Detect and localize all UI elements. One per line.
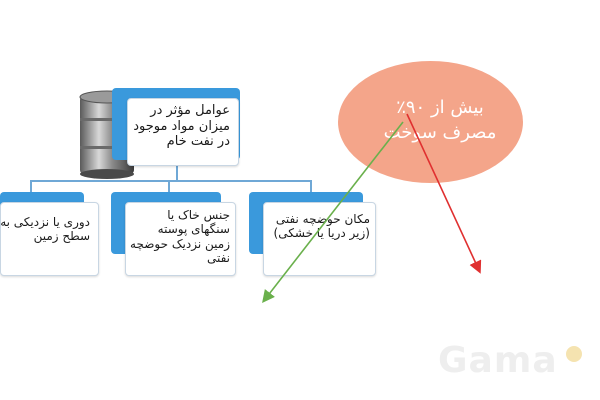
connector-child-2 (168, 180, 170, 192)
watermark-logo: Gama (438, 340, 558, 381)
child-node-2-label: جنس خاک یا سنگهای پوسته زمین نزدیک حوضچه… (130, 208, 230, 266)
connector-root-trunk (176, 165, 178, 181)
child-node-1-label: مکان حوضچه نفتی (زیر دریا یا خشکی) (273, 212, 370, 241)
red-arrow (406, 113, 482, 274)
callout-ellipse (338, 61, 523, 183)
connector-child-1 (310, 180, 312, 192)
callout-line-2: مصرف سوخت (383, 122, 497, 143)
green-arrow (262, 121, 404, 304)
watermark-dot (566, 346, 582, 362)
child-node-3 (0, 202, 99, 276)
root-node-label: عوامل مؤثر در میزان مواد موجود در نفت خا… (133, 103, 230, 150)
callout-line-1: بیش از ۹۰٪ (396, 97, 484, 118)
child-node-1 (263, 202, 376, 276)
connector-child-3 (30, 180, 32, 192)
connector-horizontal (30, 180, 312, 182)
child-node-3-label: دوری یا نزدیکی به سطح زمین (0, 215, 90, 244)
root-node (127, 98, 239, 166)
child-node-2 (125, 202, 236, 276)
